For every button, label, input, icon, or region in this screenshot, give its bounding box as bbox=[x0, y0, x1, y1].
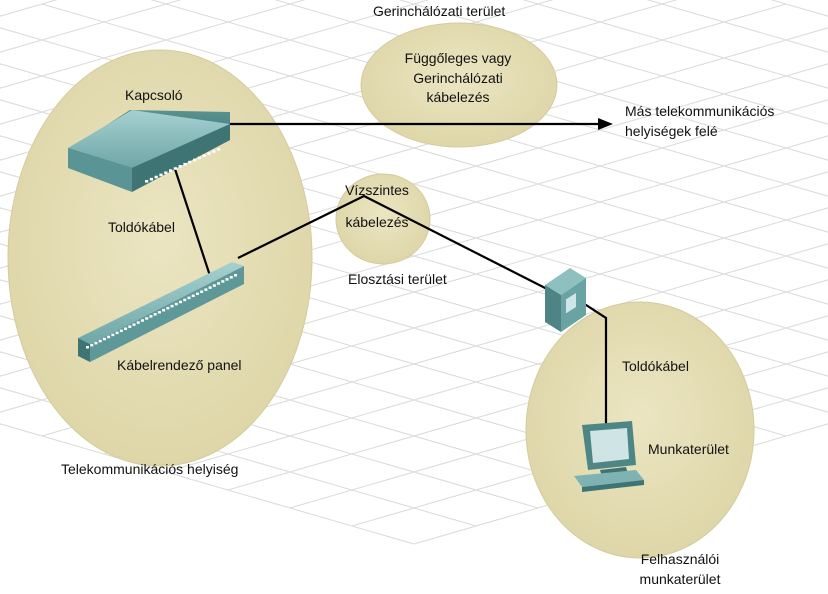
distribution-area-label: Elosztási terület bbox=[348, 271, 447, 287]
patch-panel-icon bbox=[78, 262, 244, 362]
computer-icon bbox=[574, 421, 644, 492]
work-area-label: Munkaterület bbox=[648, 441, 729, 457]
work-area-zone bbox=[525, 301, 755, 559]
patch-cable-room-label: Toldókábel bbox=[108, 219, 175, 235]
horizontal-cabling-label: Vízszintes kábelezés bbox=[345, 182, 409, 230]
backbone-zone bbox=[360, 22, 558, 148]
user-work-area-label: Felhasználói munkaterület bbox=[639, 551, 721, 587]
horizontal-cable bbox=[237, 194, 554, 293]
vertical-cabling-label: Függőleges vagy Gerinchálózati kábelezés bbox=[404, 50, 512, 106]
distribution-zone bbox=[335, 173, 431, 265]
patch-cable-work-label: Toldókábel bbox=[622, 358, 689, 374]
patch-panel-label: Kábelrendező panel bbox=[117, 357, 242, 373]
arrow-head bbox=[598, 118, 613, 130]
wall-outlet-icon bbox=[545, 268, 586, 332]
switch-icon bbox=[68, 110, 230, 192]
telecom-room-label: Telekommunikációs helyiség bbox=[61, 461, 239, 477]
switch-label: Kapcsoló bbox=[125, 87, 183, 103]
backbone-area-label: Gerinchálózati terület bbox=[373, 3, 506, 19]
patch-cable-room-line bbox=[172, 165, 215, 286]
other-rooms-label: Más telekommunikációs helyiségek felé bbox=[625, 103, 775, 139]
